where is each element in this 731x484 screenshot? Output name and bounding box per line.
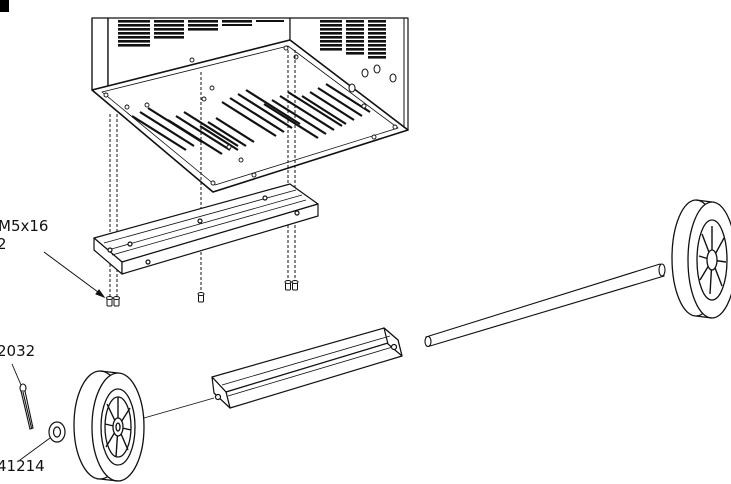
screw-quantity-label: 2 (0, 235, 7, 253)
screw-size-label: M5x16 (0, 217, 49, 235)
mounting-bracket (93, 183, 319, 275)
side-holes (348, 64, 397, 93)
screw-center (197, 292, 205, 303)
cabinet (91, 17, 409, 193)
screw-leader-arrow (43, 251, 106, 299)
washer-part-code: 41214 (0, 457, 45, 475)
screw-left-b (113, 296, 120, 307)
cabinet-front-face (91, 17, 109, 91)
screw-left-a (106, 296, 113, 307)
screw-right-b (291, 280, 299, 291)
washer (48, 421, 66, 443)
cotter-pin (19, 383, 34, 430)
corner-mark (0, 0, 9, 12)
screws (106, 280, 299, 307)
side-vents (320, 18, 386, 60)
axle (143, 263, 666, 419)
wheel-left (73, 370, 145, 482)
cabinet-bottom-panel (91, 39, 409, 193)
pin-part-code: 2032 (0, 342, 36, 360)
screw-right-a (284, 280, 292, 291)
bottom-vent-slots (131, 83, 371, 155)
pin-leader (11, 363, 22, 386)
wheel-right (671, 199, 731, 319)
bottom-panel-holes (103, 45, 398, 186)
washer-leader (19, 437, 51, 461)
alignment-lines (109, 50, 296, 298)
front-vents (118, 18, 284, 48)
axle-bracket (211, 327, 403, 409)
